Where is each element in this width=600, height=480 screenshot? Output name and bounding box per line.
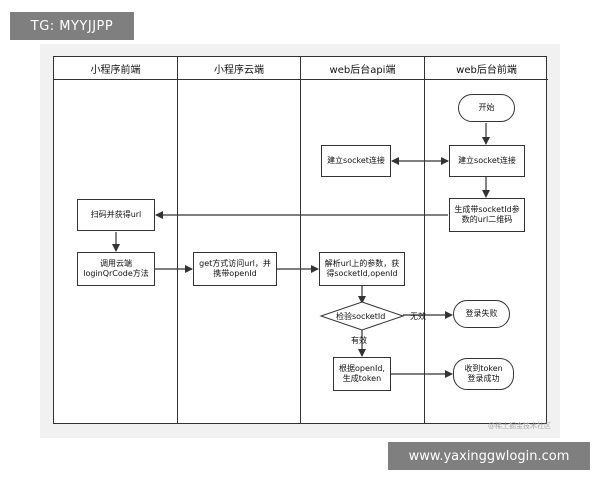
- node-scan-qr: 扫码并获得url: [77, 199, 155, 231]
- lane-header: 小程序云端: [178, 57, 300, 80]
- decision-label: 检验socketId: [336, 312, 386, 321]
- node-login-fail: 登录失败: [453, 300, 510, 328]
- bottom-overlay-tag: www.yaxinggwlogin.com: [388, 442, 590, 470]
- lane-header: web后台api端: [301, 57, 424, 80]
- lane-header: 小程序前端: [54, 57, 177, 80]
- edge-label-invalid: 无效: [410, 312, 426, 321]
- node-call-cloud: 调用云端 loginQrCode方法: [77, 252, 155, 286]
- lane-miniprogram-front: 小程序前端: [54, 57, 178, 423]
- top-overlay-tag: TG: MYYJJPP: [10, 12, 134, 40]
- node-parse-url: 解析url上的参数，获 得socketId,openId: [319, 252, 405, 286]
- lane-header: web后台前端: [425, 57, 548, 80]
- node-generate-qr: 生成带socketId参 数的url二维码: [449, 198, 525, 232]
- node-receive-token: 收到token 登录成功: [453, 358, 514, 390]
- watermark: @稀土掘金技术社区: [488, 422, 551, 430]
- lane-web-api: web后台api端: [301, 57, 425, 423]
- node-get-url: get方式访问url，并 携带openId: [193, 252, 277, 286]
- node-socket-connect-front: 建立socket连接: [449, 145, 525, 177]
- node-start: 开始: [458, 94, 515, 122]
- node-socket-connect-api: 建立socket连接: [321, 145, 391, 177]
- lane-miniprogram-cloud: 小程序云端: [178, 57, 301, 423]
- node-generate-token: 根据openId, 生成token: [333, 357, 391, 391]
- lane-web-front: web后台前端: [425, 57, 548, 423]
- edge-label-valid: 有效: [351, 336, 367, 345]
